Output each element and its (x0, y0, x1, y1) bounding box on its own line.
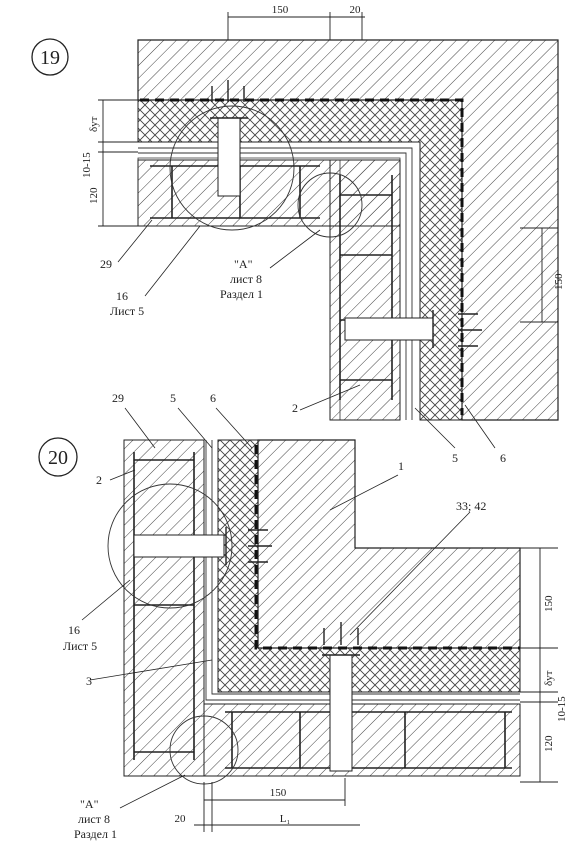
dim-left-19 (98, 99, 138, 227)
reinforcement-vertical-20 (133, 452, 195, 760)
dim-gap-19: 10-15 (81, 152, 93, 178)
reinforcement-vertical-19 (339, 175, 393, 400)
callout-6-19: 6 (500, 451, 506, 465)
membrane-line-19 (140, 98, 464, 415)
callout-a-section-19: Раздел 1 (220, 287, 263, 301)
dim-bottom-20 (194, 778, 360, 832)
membrane-line-20 (254, 445, 520, 650)
callout-a-sheet-19: лист 8 (230, 272, 262, 286)
dim-right-20 (520, 547, 558, 783)
callout-circle-a-19 (297, 172, 363, 238)
dim-right-19 (520, 227, 558, 323)
callout-29-19: 29 (100, 257, 112, 271)
bearing-wall-20 (257, 439, 521, 649)
facing-vertical-19 (329, 159, 401, 421)
callout-a-section-20: Раздел 1 (74, 827, 117, 841)
leader-lines-19 (117, 219, 496, 449)
callout-5-19: 5 (452, 451, 458, 465)
dim-right-150-19: 150 (553, 273, 565, 290)
detail-number-circle-19 (31, 38, 69, 76)
anchor-20-bottom (322, 622, 360, 772)
callout-a-label-19: "A" (234, 257, 253, 271)
callout-a-label-20: "A" (80, 797, 99, 811)
dim-120-20: 120 (543, 735, 555, 752)
detail-number-circle-20 (38, 437, 78, 477)
callout-1-20: 1 (398, 459, 404, 473)
callout-a-sheet-20: лист 8 (78, 812, 110, 826)
dim-bottom-20-20: 20 (175, 813, 187, 825)
callout-16-20: 16 (68, 623, 80, 637)
facing-horizontal-20 (203, 703, 521, 777)
callout-2-20: 2 (96, 473, 102, 487)
anchor-19-side (344, 310, 482, 348)
dim-delta-19: δут (88, 116, 100, 132)
air-gap-20 (205, 440, 520, 701)
dim-top-150-19: 150 (272, 4, 289, 16)
reinforcement-horizontal-20 (225, 711, 512, 769)
detail-number-19: 19 (40, 47, 60, 69)
callout-2-19: 2 (292, 401, 298, 415)
detail-number-20: 20 (48, 447, 68, 469)
anchor-19-top (210, 80, 248, 197)
callout-circle-16-20 (107, 483, 233, 609)
callout-circle-16-19 (169, 105, 295, 231)
callout-16-sheet-20: Лист 5 (63, 639, 97, 653)
anchor-20-side (133, 527, 272, 565)
callout-16-19: 16 (116, 289, 128, 303)
dim-gap-20: 10-15 (556, 696, 568, 722)
detail-20: 20 150 δут 10-15 120 150 20 L₁ 29 5 6 2 … (38, 391, 568, 841)
dim-bottom-l-20: L₁ (280, 813, 291, 825)
callout-5-20: 5 (170, 391, 176, 405)
dim-120-19: 120 (88, 187, 100, 204)
callout-3-20: 3 (86, 674, 92, 688)
callout-29-20: 29 (112, 391, 124, 405)
dim-top-19 (227, 12, 365, 40)
leader-lines-20 (81, 407, 471, 809)
detail-19: 19 150 20 δут 10-15 120 150 29 16 Лист 5… (31, 4, 565, 465)
callout-6-20: 6 (210, 391, 216, 405)
callout-16-sheet-19: Лист 5 (110, 304, 144, 318)
dim-delta-20: δут (543, 670, 555, 686)
dim-right-150-20: 150 (543, 595, 555, 612)
callout-33-42-20: 33; 42 (456, 499, 486, 513)
dim-bottom-150-20: 150 (270, 787, 287, 799)
dim-top-20-19: 20 (350, 4, 362, 16)
